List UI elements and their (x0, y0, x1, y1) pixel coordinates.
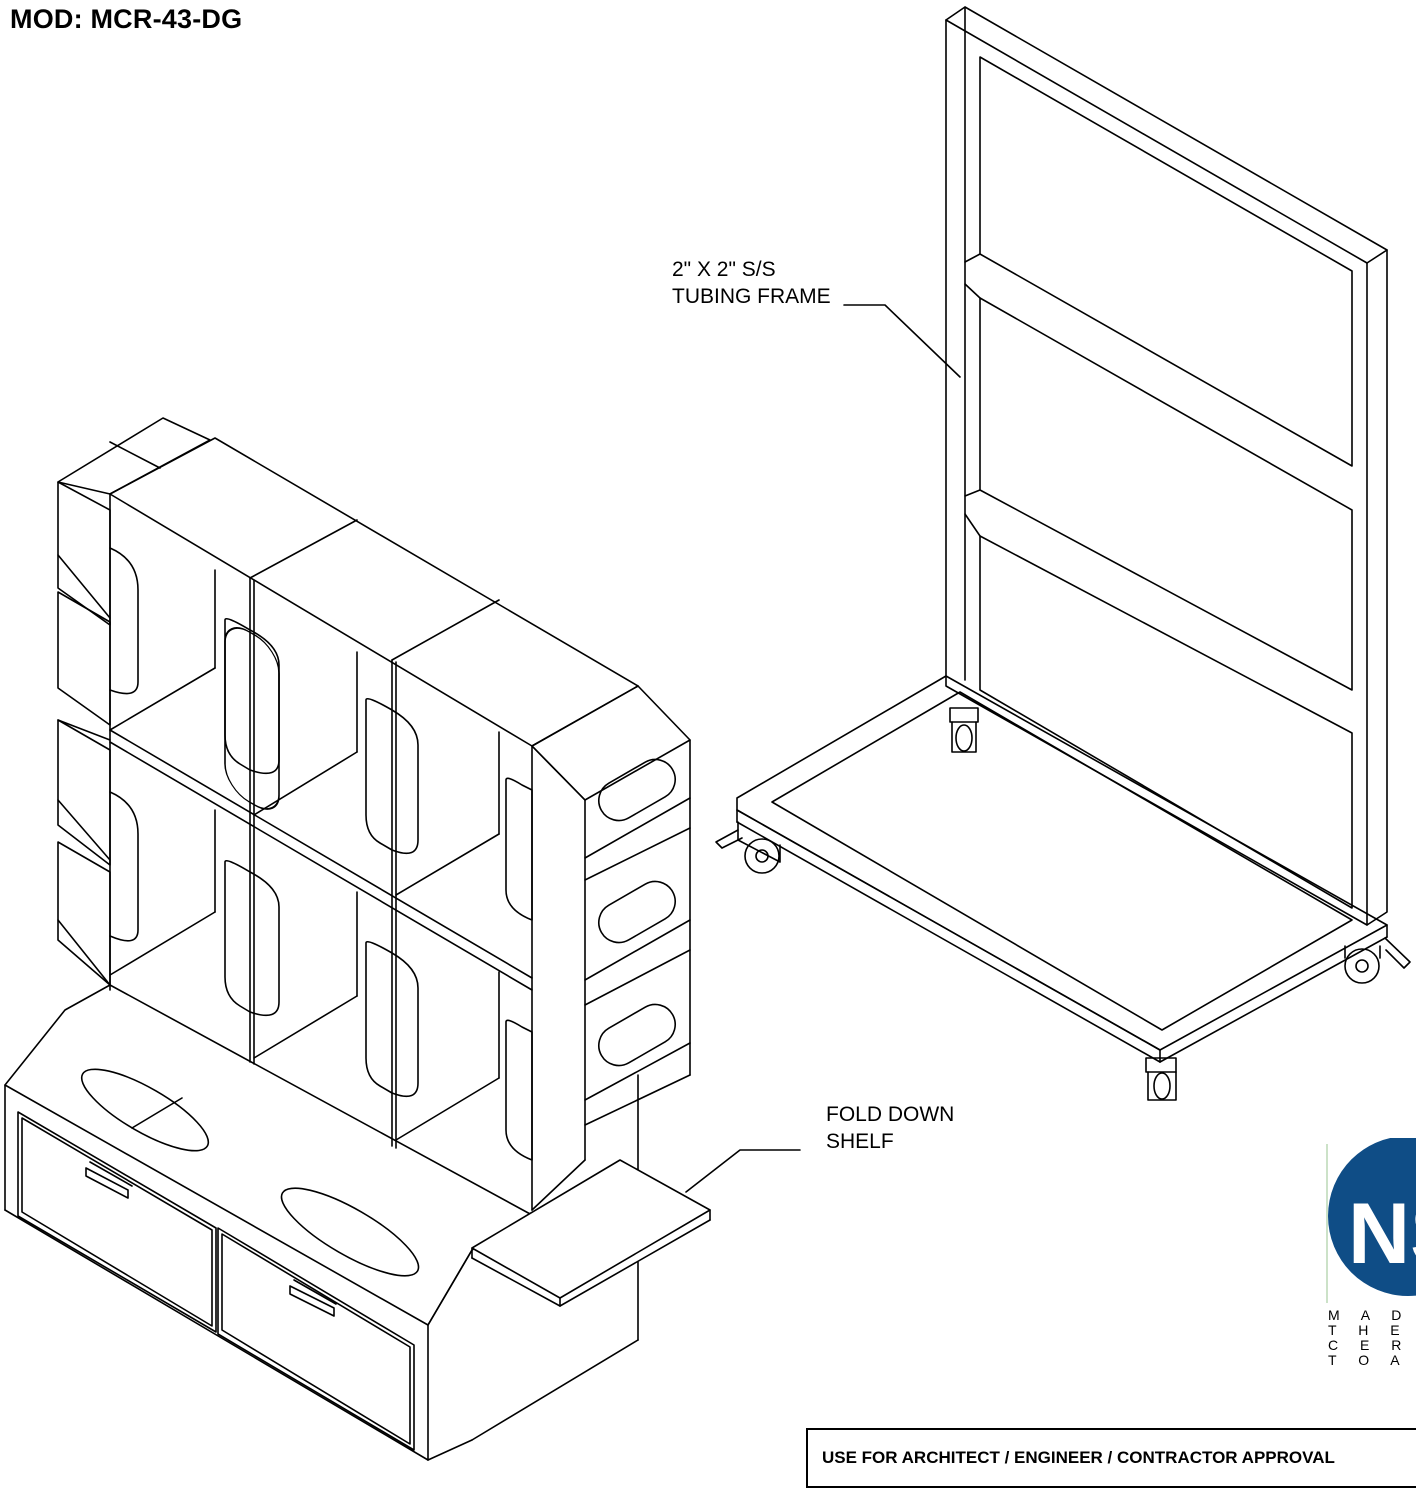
cert-line-1: M A D E (1328, 1308, 1416, 1323)
logo-letters: NS (1348, 1186, 1416, 1282)
cert-line-3: C E R T I (1328, 1337, 1416, 1353)
base-outer (736, 675, 1388, 1051)
frame-leader-line (843, 304, 961, 378)
caster-left (715, 821, 781, 874)
cert-line-2: T H E U (1328, 1322, 1416, 1338)
shelf-callout: FOLD DOWN SHELF (826, 1101, 954, 1155)
frame-panel-middle (979, 297, 1353, 691)
tubing-frame-cart (715, 6, 1411, 1101)
drawer-handle-left (85, 1161, 133, 1199)
cert-line-4: T O A (1328, 1352, 1409, 1368)
nsf-logo: NS (1318, 1138, 1416, 1383)
frame-callout-line2: TUBING FRAME (672, 285, 831, 308)
approval-text: USE FOR ARCHITECT / ENGINEER / CONTRACTO… (822, 1448, 1335, 1467)
caster-front-left (949, 707, 979, 753)
approval-box: USE FOR ARCHITECT / ENGINEER / CONTRACTO… (806, 1428, 1416, 1488)
frame-outer (945, 6, 1388, 926)
frame-panel-bottom (979, 535, 1353, 909)
drawer-left (17, 1111, 217, 1333)
shelf-leader-line (685, 1149, 801, 1193)
frame-panel-top (979, 56, 1353, 467)
caster-front (1145, 1057, 1177, 1101)
frame-callout-line1: 2" X 2" S/S (672, 258, 776, 281)
drawer-handle-right (289, 1279, 337, 1317)
frame-callout: 2" X 2" S/S TUBING FRAME (672, 256, 831, 310)
model-title: MOD: MCR-43-DG (10, 4, 243, 34)
shelf-callout-line1: FOLD DOWN (826, 1103, 955, 1126)
caster-right (1344, 937, 1411, 984)
drawer-right (217, 1227, 415, 1451)
bin-cabinet (4, 417, 711, 1461)
shelf-callout-line2: SHELF (826, 1130, 894, 1153)
certification-text: M A D E T H E U C E R T I T O A (1328, 1308, 1416, 1368)
base-inner (771, 691, 1353, 1031)
